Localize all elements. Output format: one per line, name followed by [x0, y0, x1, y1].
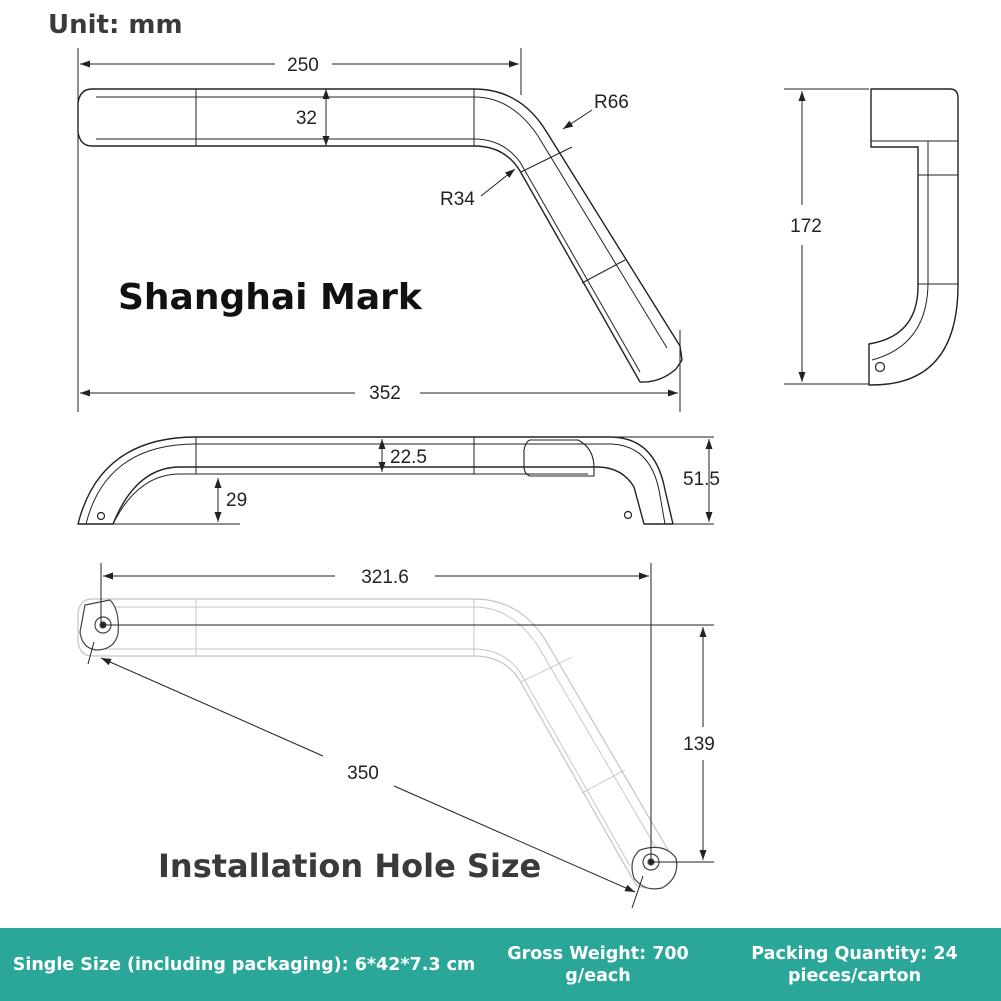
hole-view — [77, 563, 714, 909]
single-size-info: Single Size (including packaging): 6*42*… — [12, 954, 476, 975]
dim-352: 352 — [369, 383, 401, 404]
dim-350: 350 — [347, 763, 379, 784]
dim-29: 29 — [226, 490, 247, 511]
dim-139: 139 — [683, 734, 715, 755]
end-view-rail-outline — [868, 88, 959, 386]
technical-drawing: 250 32 R66 R34 352 Shanghai Mark 172 — [77, 48, 959, 909]
end-view-hole — [874, 361, 886, 373]
side-view-dimensions — [110, 436, 714, 525]
dim-32: 32 — [296, 108, 317, 129]
top-view-dimensions — [77, 48, 681, 412]
dim-22-5: 22.5 — [390, 447, 427, 468]
side-view-hole-right — [623, 510, 633, 520]
dim-321-6: 321.6 — [361, 567, 409, 588]
end-view — [784, 88, 959, 386]
top-view — [77, 48, 683, 412]
side-view-hole-left — [96, 511, 106, 521]
hole-view-label: Installation Hole Size — [158, 847, 541, 885]
dim-51-5: 51.5 — [683, 469, 720, 490]
dim-250: 250 — [287, 55, 319, 76]
product-info-footer: Single Size (including packaging): 6*42*… — [0, 928, 1001, 1001]
dim-r66: R66 — [594, 92, 629, 113]
unit-label: Unit: mm — [48, 10, 183, 40]
packing-quantity-info: Packing Quantity: 24 pieces/carton — [751, 943, 958, 986]
side-view-rail-outline — [77, 436, 674, 525]
end-view-dimensions — [784, 88, 869, 385]
top-view-label: Shanghai Mark — [118, 277, 423, 318]
hole-view-ghost-rail — [77, 598, 670, 889]
dim-r34: R34 — [440, 189, 475, 210]
hole-view-mount-right — [631, 846, 678, 890]
gross-weight-info: Gross Weight: 700 g/each — [507, 943, 689, 986]
dim-172: 172 — [790, 216, 822, 237]
top-view-rail-outline — [77, 88, 683, 383]
hole-view-dimensions — [87, 563, 714, 909]
side-view — [77, 436, 714, 525]
